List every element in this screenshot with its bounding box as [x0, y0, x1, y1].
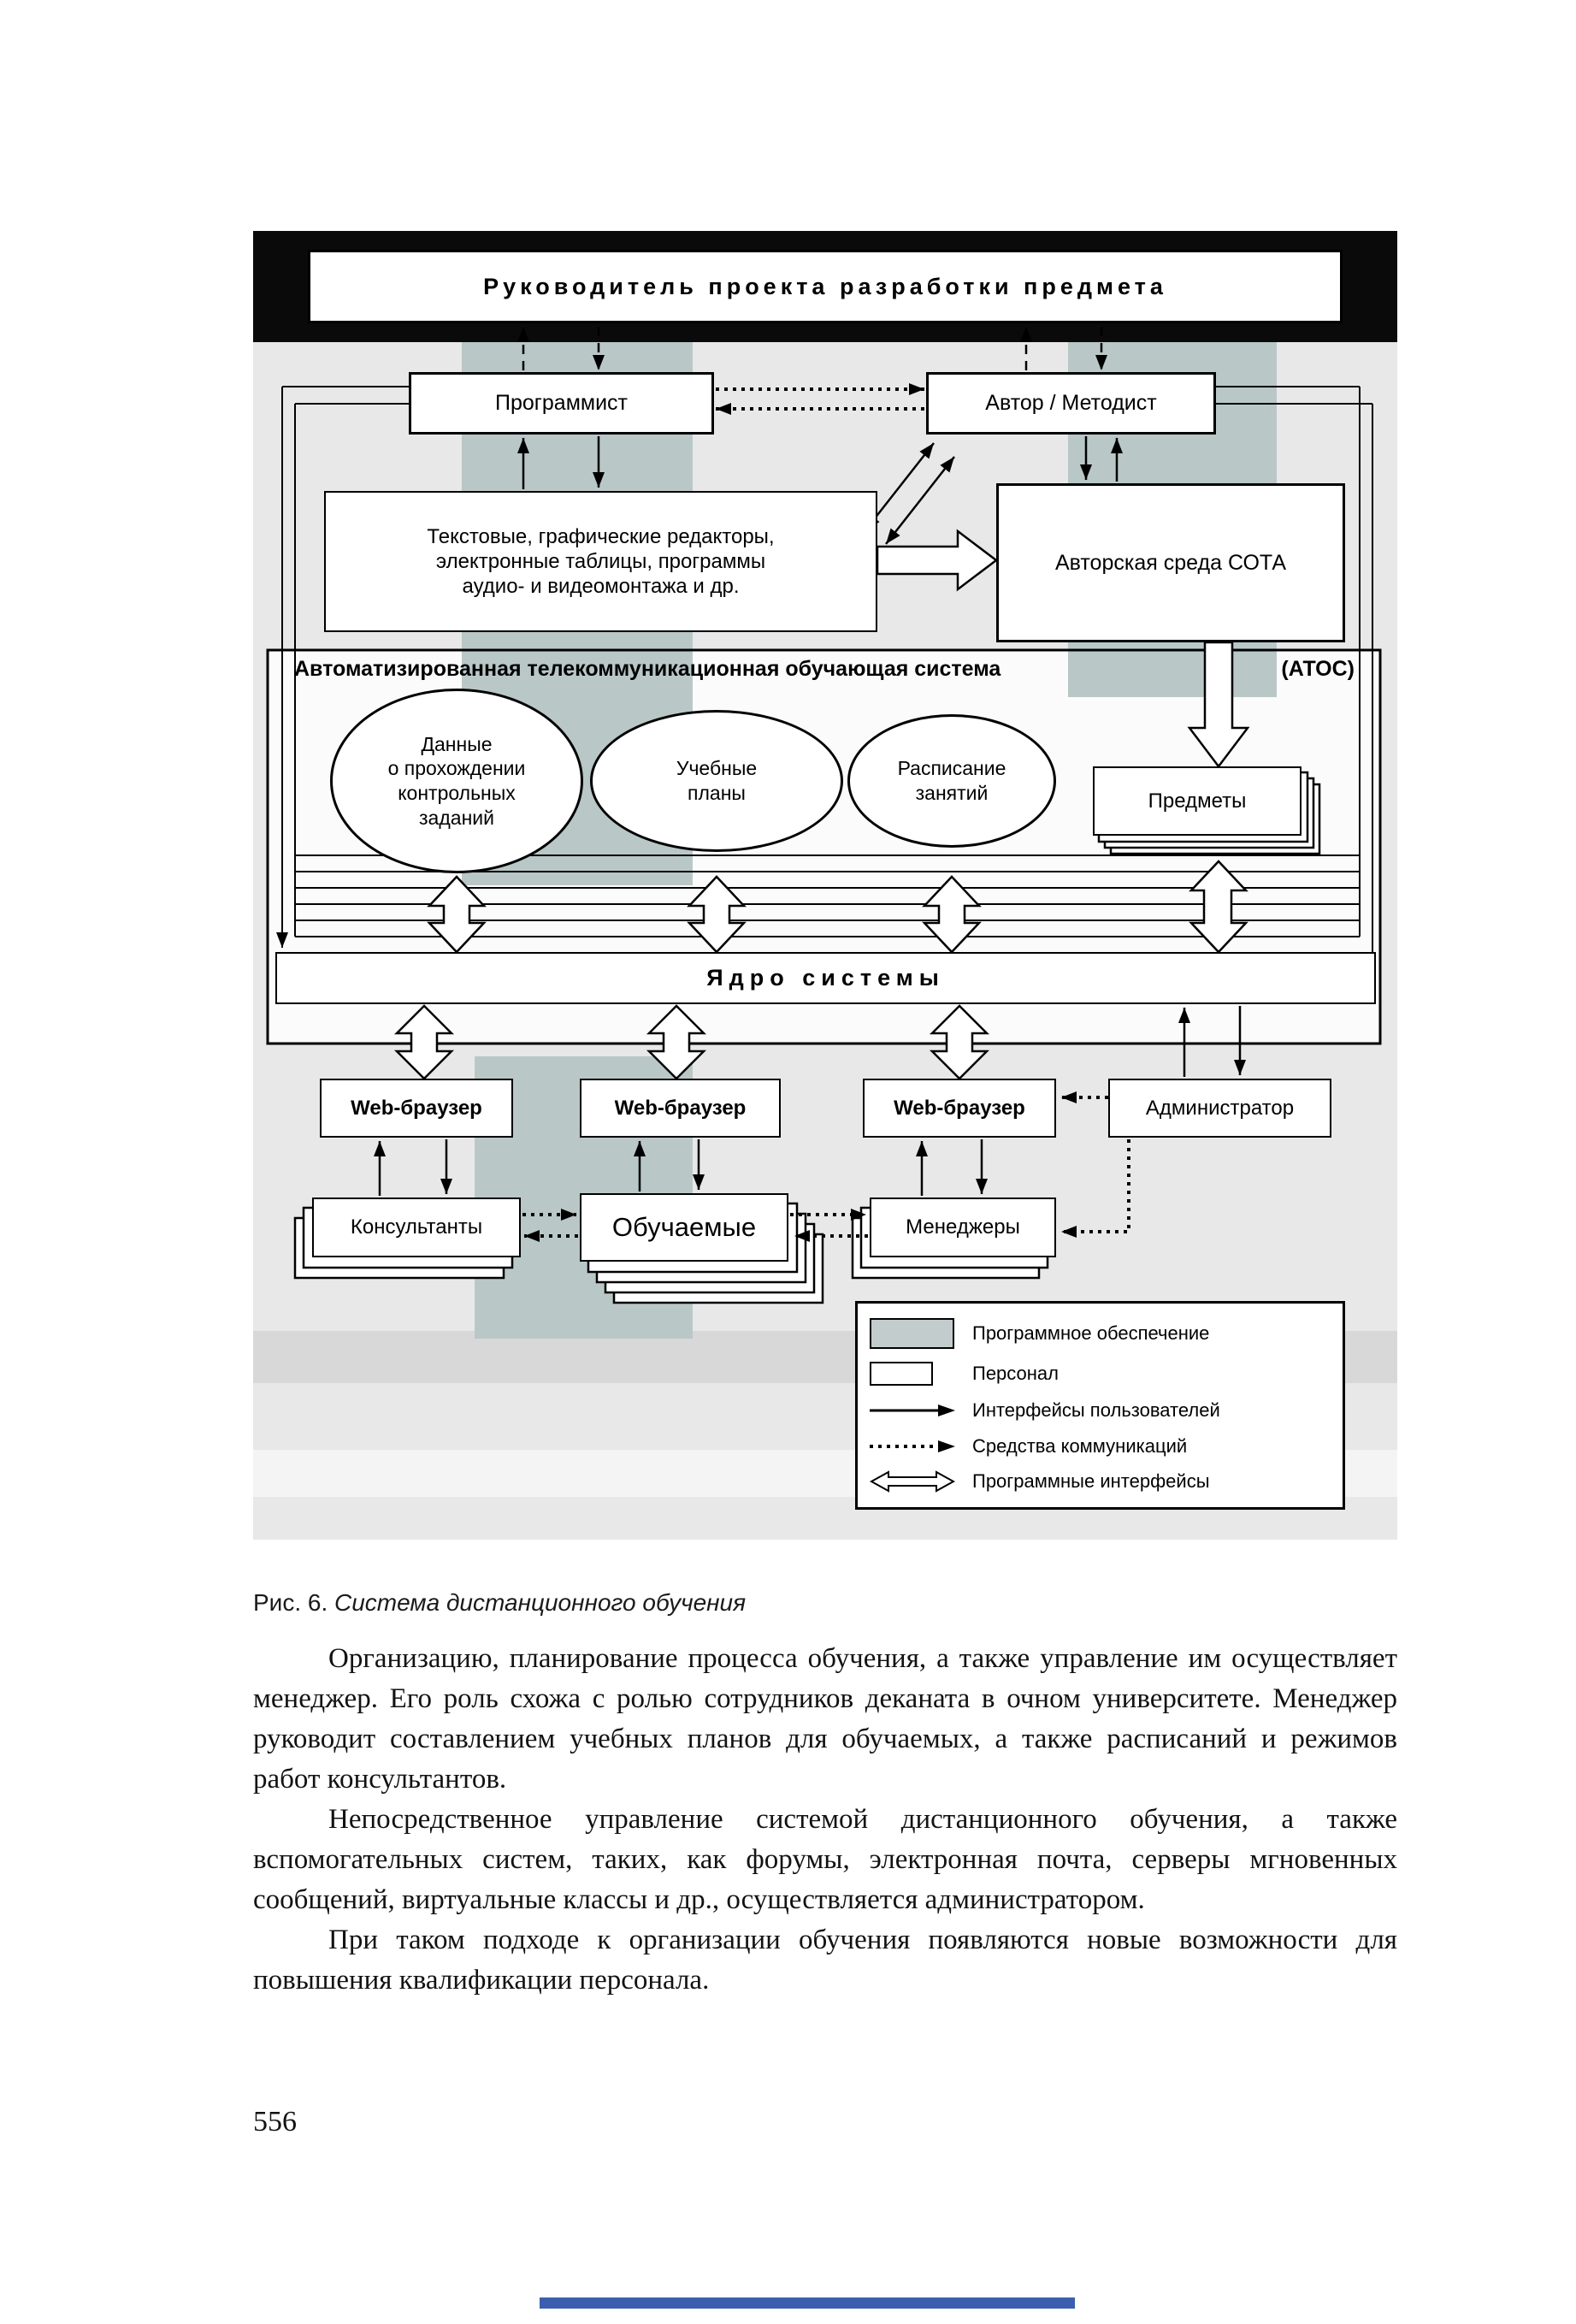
page-number: 556 [253, 2106, 297, 2138]
cloud-curricula: Учебные планы [590, 710, 843, 852]
students-box: Обучаемые [580, 1193, 788, 1262]
cloud-test-data: Данные о прохождении контрольных заданий [330, 689, 583, 873]
editors-tools-box: Текстовые, графические редакторы, электр… [324, 491, 877, 632]
cloud-line: заданий [419, 806, 494, 829]
paragraph: Непосредственное управление системой дис… [253, 1804, 1397, 1915]
scan-artifact-strip [540, 2297, 1075, 2309]
dashed-links [517, 327, 1107, 370]
cloud-line: контрольных [398, 782, 516, 804]
consultants-box: Консультанты [312, 1197, 521, 1257]
solid-arrow-icon [870, 1404, 955, 1416]
legend-label-software: Программное обеспечение [972, 1322, 1210, 1344]
paragraph: При таком подходе к организации обучения… [253, 1925, 1397, 1996]
cloud-schedule: Расписание занятий [847, 714, 1056, 848]
figure-caption-title: Система дистанционного обучения [334, 1589, 747, 1616]
cloud-line: занятий [915, 782, 989, 804]
person-swatch [870, 1362, 933, 1387]
figure-caption-label: Рис. 6. [253, 1589, 328, 1616]
legend-label-program-interfaces: Программные интерфейсы [972, 1470, 1210, 1493]
editors-line: аудио- и видеомонтажа и др. [462, 575, 740, 599]
atos-header: Автоматизированная телекоммуникационная … [294, 657, 1355, 682]
project-leader-box: Руководитель проекта разработки предмета [308, 250, 1343, 323]
legend-label-communications: Средства коммуникаций [972, 1434, 1188, 1457]
managers-box: Менеджеры [870, 1197, 1056, 1257]
figure-caption: Рис. 6. Система дистанционного обучения [253, 1589, 746, 1617]
dotted-arrow-icon [870, 1440, 955, 1452]
cloud-line: Расписание [897, 757, 1006, 780]
atos-title: Автоматизированная телекоммуникационная … [294, 657, 1001, 681]
atos-border [266, 648, 1382, 1045]
cloud-line: планы [688, 782, 746, 804]
legend-label-user-interfaces: Интерфейсы пользователей [972, 1399, 1220, 1421]
body-text: Организацию, планирование процесса обуче… [253, 1639, 1397, 2001]
author-methodist-box: Автор / Методист [926, 372, 1216, 435]
subjects-stack: Предметы [1093, 766, 1302, 836]
system-core-box: Ядро системы [275, 952, 1376, 1004]
legend-box: Программное обеспечение Персонал Интерфе… [855, 1301, 1345, 1510]
cloud-line: Данные [421, 732, 493, 755]
web-browser-box-2: Web-браузер [580, 1079, 781, 1138]
editors-line: электронные таблицы, программы [435, 549, 766, 573]
cloud-line: Учебные [676, 757, 758, 780]
editors-line: Текстовые, графические редакторы, [427, 524, 775, 548]
web-browser-box-1: Web-браузер [320, 1079, 513, 1138]
cloud-line: о прохождении [387, 757, 526, 780]
paragraph: Организацию, планирование процесса обуче… [253, 1643, 1397, 1795]
dotted-links [522, 383, 1130, 1242]
figure-diagram: Руководитель проекта разработки предмета… [253, 231, 1397, 1540]
programmer-box: Программист [409, 372, 714, 435]
block-arrow-icon [870, 1470, 955, 1493]
legend-label-person: Персонал [972, 1363, 1059, 1385]
software-swatch [870, 1317, 954, 1349]
web-browser-box-3: Web-браузер [863, 1079, 1056, 1138]
atos-abbreviation: (АТОС) [1281, 657, 1355, 681]
sota-environment-box: Авторская среда СОТА [996, 483, 1345, 642]
block-arrows [393, 529, 1250, 1080]
administrator-box: Администратор [1108, 1079, 1331, 1138]
